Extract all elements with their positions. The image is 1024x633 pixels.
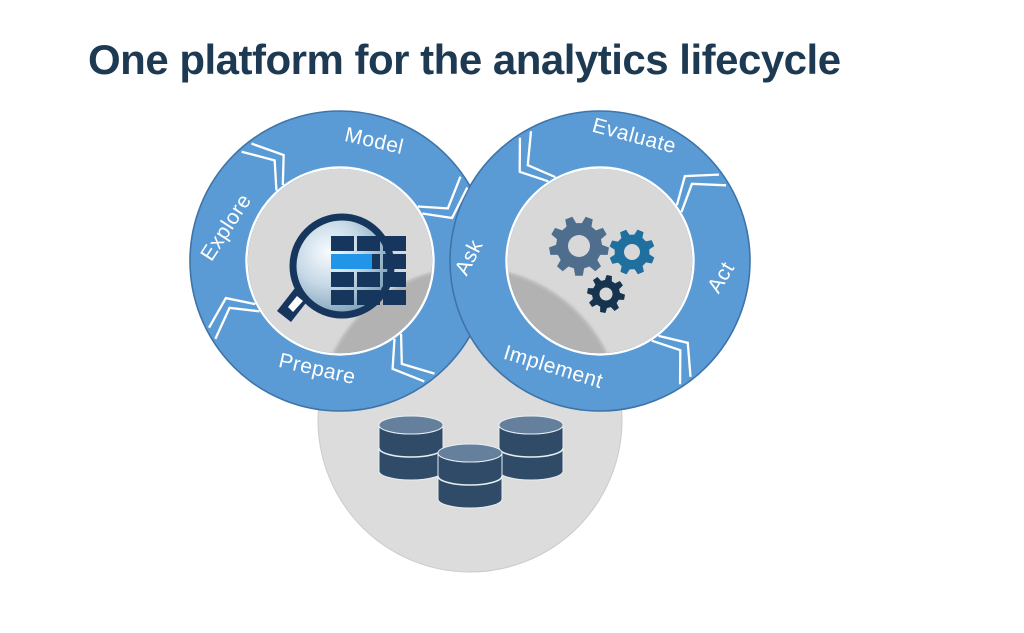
- slide-title: One platform for the analytics lifecycle: [88, 36, 841, 83]
- chevron-icon-5: [518, 131, 556, 183]
- chevron-icon-1: [241, 142, 285, 191]
- data-platform-icon: [378, 415, 564, 509]
- magnifier-data-icon: [277, 213, 406, 322]
- inner-rim-discovery: [245, 166, 435, 356]
- database-icon-3: [437, 443, 503, 509]
- chevron-icon-7: [651, 334, 692, 385]
- gears-icon: [549, 216, 655, 313]
- chevron-icon-4: [208, 296, 260, 340]
- inner-rim-deployment: [505, 166, 695, 356]
- database-icon-1: [378, 415, 444, 481]
- chevron-icon-3: [391, 333, 435, 383]
- database-icon-2: [498, 415, 564, 481]
- chevron-icon-2: [417, 176, 469, 220]
- chevron-icon-6: [675, 173, 727, 213]
